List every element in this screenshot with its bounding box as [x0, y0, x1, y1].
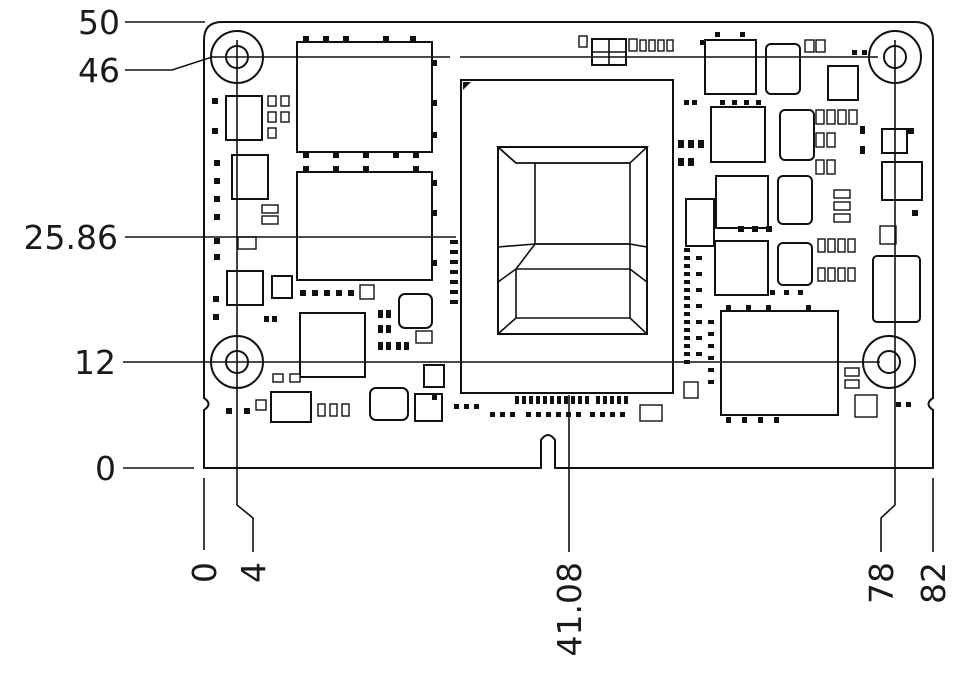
x-dim-78: 78 [862, 562, 901, 604]
top-connector [578, 35, 638, 66]
ic-bottom-right [720, 305, 839, 423]
dimension-lines [123, 21, 934, 552]
y-dim-25-86: 25.86 [24, 218, 118, 257]
x-dimension-labels: 0 4 41.08 78 82 [185, 562, 953, 656]
passive-components [237, 39, 897, 422]
board-outline [203, 21, 934, 469]
component-rows [212, 32, 918, 417]
y-dimension-labels: 50 46 25.86 12 0 [24, 3, 120, 488]
y-dim-50: 50 [78, 3, 120, 42]
memory-chip-top [296, 36, 437, 158]
x-dim-41-08: 41.08 [550, 562, 589, 656]
x-dim-4: 4 [234, 562, 273, 583]
y-dim-0: 0 [95, 449, 116, 488]
x-dim-82: 82 [914, 562, 953, 604]
ic-bottom-left [299, 312, 366, 378]
y-dim-46: 46 [78, 51, 120, 90]
power-components-left [225, 95, 445, 423]
memory-chip-middle [296, 166, 437, 281]
y-dim-12: 12 [74, 343, 116, 382]
x-dim-0: 0 [185, 562, 224, 583]
main-processor [460, 79, 674, 394]
